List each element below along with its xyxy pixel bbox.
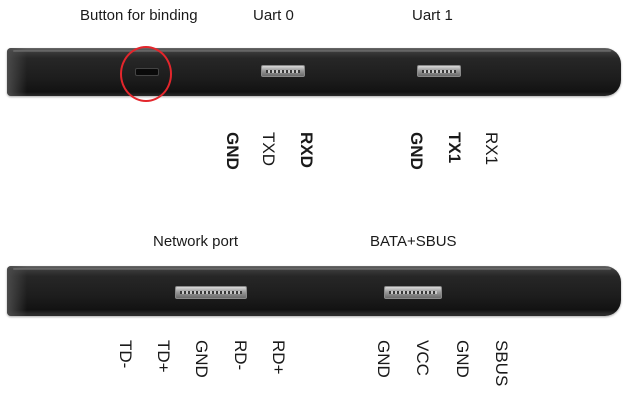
binding-button-highlight-circle [120, 46, 172, 102]
receiver-bottom-edge [7, 266, 621, 316]
binding-button-caption: Button for binding [80, 7, 198, 24]
network-port [175, 286, 247, 299]
network-pin-rd-plus: RD+ [269, 340, 288, 375]
bata-sbus-pin-gnd-2: GND [453, 340, 472, 378]
network-pin-rd-minus: RD- [231, 340, 250, 371]
uart0-port [261, 65, 305, 77]
bata-sbus-port [384, 286, 442, 299]
network-pin-td-minus: TD- [116, 340, 135, 369]
uart1-pin-tx1: TX1 [445, 132, 464, 164]
network-port-caption: Network port [153, 233, 239, 250]
uart1-pin-rx1: RX1 [482, 132, 501, 166]
uart0-caption: Uart 0 [253, 7, 294, 24]
uart1-caption: Uart 1 [412, 7, 453, 24]
bata-sbus-pin-gnd-1: GND [374, 340, 393, 378]
receiver-top-edge [7, 48, 621, 96]
network-pin-gnd: GND [192, 340, 211, 378]
network-pin-td-plus: TD+ [154, 340, 173, 373]
uart0-pin-gnd: GND [223, 132, 242, 170]
uart0-pin-rxd: RXD [297, 132, 316, 168]
bata-sbus-pin-vcc: VCC [413, 340, 432, 376]
uart1-pin-gnd: GND [407, 132, 426, 170]
uart1-port [417, 65, 461, 77]
bata-sbus-pin-sbus: SBUS [492, 340, 511, 387]
uart0-pin-txd: TXD [259, 132, 278, 166]
bata-sbus-caption: BATA+SBUS [370, 233, 457, 250]
